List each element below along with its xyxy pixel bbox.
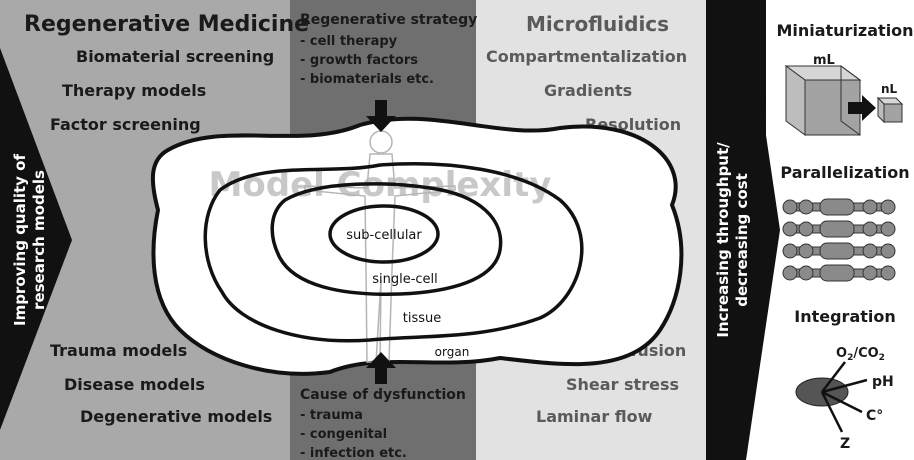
level-label-tissue: tissue	[403, 311, 442, 326]
regen-bottom-item-1: Trauma models	[50, 341, 187, 360]
right-arrow-head	[706, 0, 780, 460]
left-arrow-line2: research models	[30, 170, 48, 310]
level-label-single-cell: single-cell	[372, 272, 438, 287]
level-label-sub-cellular: sub-cellular	[346, 228, 422, 243]
microfluidics-title: Microfluidics	[526, 12, 669, 36]
left-arrow	[0, 48, 72, 430]
regen-top-item-1: Biomaterial screening	[76, 47, 274, 66]
regen-bottom-item-2: Disease models	[64, 375, 205, 394]
right-arrow-icon	[848, 95, 876, 121]
regen-title: Regenerative Medicine	[24, 12, 309, 37]
level-label-organ: organ	[435, 345, 470, 359]
regen-bottom-item-3: Degenerative models	[80, 407, 272, 426]
parallelization-title: Parallelization	[780, 163, 909, 182]
big-cube-label: mL	[813, 53, 835, 68]
up-arrow-icon	[366, 352, 396, 384]
integration-title: Integration	[794, 307, 896, 326]
temperature-label: C°	[866, 408, 883, 424]
big-cube-icon	[784, 65, 862, 136]
strategy-item-1: - cell therapy	[300, 34, 398, 49]
sub-cellular-ring	[328, 204, 440, 264]
down-arrow-icon	[366, 100, 396, 132]
parallel-channels-icon	[782, 198, 896, 282]
right-arrow-line1: Increasing throughput/	[714, 142, 732, 338]
single-cell-ring	[270, 182, 503, 296]
organ-blob	[150, 116, 684, 376]
o2-co2-label: O2/CO2	[836, 346, 885, 363]
micro-bottom-item-2: Shear stress	[566, 375, 679, 394]
small-cube-icon	[876, 96, 904, 124]
regen-top-item-3: Factor screening	[50, 115, 201, 134]
tissue-ring	[203, 162, 584, 343]
ph-label: pH	[872, 374, 894, 390]
dysfunction-title: Cause of dysfunction	[300, 387, 466, 403]
micro-top-item-2: Gradients	[544, 81, 632, 100]
impedance-label: Z	[840, 436, 850, 452]
strategy-title: Regenerative strategy	[300, 12, 477, 28]
dysfunction-item-1: - trauma	[300, 408, 363, 423]
sensor-lines	[820, 361, 868, 433]
miniaturization-title: Miniaturization	[776, 21, 913, 40]
strategy-item-3: - biomaterials etc.	[300, 72, 434, 87]
strategy-item-2: - growth factors	[300, 53, 418, 68]
small-cube-label: nL	[881, 82, 898, 96]
right-arrow-line2: decreasing cost	[733, 173, 751, 307]
left-arrow-line1: Improving quality of	[11, 154, 29, 327]
regen-top-item-2: Therapy models	[62, 81, 206, 100]
dysfunction-item-2: - congenital	[300, 427, 387, 442]
micro-bottom-item-3: Laminar flow	[536, 407, 653, 426]
dysfunction-item-3: - infection etc.	[300, 446, 407, 460]
micro-top-item-1: Compartmentalization	[486, 47, 687, 66]
